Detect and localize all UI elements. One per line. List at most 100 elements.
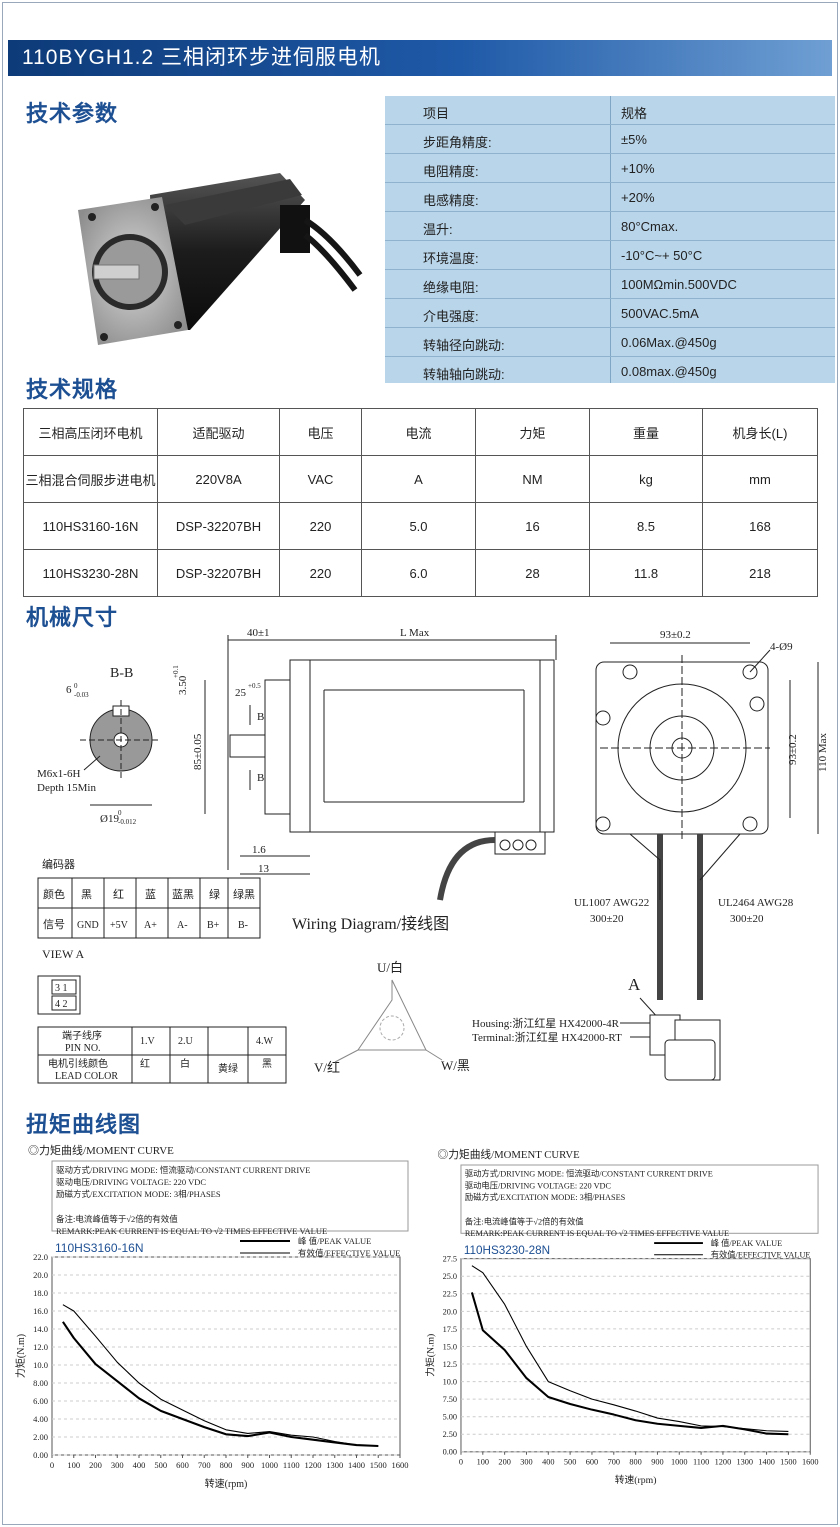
params-val: +10%	[621, 161, 655, 176]
dim-25-tol: +0.5	[248, 682, 261, 690]
y-axis-label: 力矩(N.m)	[14, 1334, 27, 1378]
x-tick-label: 500	[564, 1458, 576, 1467]
legend-peak-label: 峰 值/PEAK VALUE	[711, 1238, 782, 1248]
y-tick-label: 7.50	[443, 1395, 458, 1404]
params-key: 介电强度:	[423, 309, 479, 324]
spec-cell: 110HS3160-16N	[23, 502, 158, 550]
pin-cell: 1.V	[140, 1036, 156, 1047]
table-row: 110HS3230-28N DSP-32207BH 220 6.0 28 11.…	[23, 549, 818, 597]
page-title: 110BYGH1.2 三相闭环步进伺服电机	[8, 40, 832, 76]
x-tick-label: 1500	[370, 1460, 387, 1470]
spec-cell: 220	[279, 502, 362, 550]
y-tick-label: 25.0	[443, 1272, 458, 1281]
terminal-note: Terminal:浙江红星 HX42000-RT	[472, 1031, 622, 1044]
spec-cell: 适配驱动	[157, 408, 280, 456]
spec-cell: 5.0	[361, 502, 476, 550]
dim-85: 85±0.05	[192, 733, 204, 770]
dim-40: 40±1	[247, 627, 270, 639]
series-effective-line	[62, 1321, 379, 1448]
dim-6-tol: 0	[74, 682, 78, 690]
params-key: 电感精度:	[423, 193, 479, 208]
legend-eff-label: 有效值/EFFECTIVE VALUE	[298, 1248, 400, 1258]
x-tick-label: 900	[651, 1458, 663, 1467]
chart-info-line: 备注:电流峰值等于√2倍的有效值	[465, 1217, 584, 1227]
spec-cell: NM	[475, 455, 590, 503]
spec-cell: 16	[475, 502, 590, 550]
dim-6: 6	[66, 684, 72, 696]
x-tick-label: 200	[89, 1460, 102, 1470]
pin-cell: 红	[140, 1057, 150, 1070]
depth-note: Depth 15Min	[37, 782, 96, 794]
x-tick-label: 100	[67, 1460, 80, 1470]
x-tick-label: 1400	[348, 1460, 365, 1470]
chart-info-box	[460, 1164, 819, 1234]
encoder-cell: 红	[113, 888, 124, 901]
x-tick-label: 1000	[261, 1460, 278, 1470]
x-tick-label: 200	[498, 1458, 510, 1467]
params-val: -10°C~+ 50°C	[621, 248, 703, 263]
pin-table-label: LEAD COLOR	[55, 1071, 118, 1082]
legend-eff-label: 有效值/EFFECTIVE VALUE	[711, 1250, 811, 1260]
spec-cell: 220	[279, 549, 362, 597]
x-tick-label: 1000	[671, 1458, 688, 1467]
chart-header: ◎力矩曲线/MOMENT CURVE	[438, 1148, 581, 1161]
section-title-curve: 扭矩曲线图	[26, 1112, 142, 1137]
series-peak-line	[62, 1304, 379, 1447]
y-tick-label: 27.5	[443, 1255, 458, 1264]
chart-info-line: 驱动电压/DRIVING VOLTAGE: 220 VDC	[56, 1177, 206, 1187]
params-row: 环境温度:-10°C~+ 50°C	[385, 241, 835, 270]
spec-cell: 28	[475, 549, 590, 597]
spec-cell: 力矩	[475, 408, 590, 456]
y-tick-label: 5.00	[443, 1413, 458, 1422]
mark-b-top: B	[257, 711, 264, 723]
table-row: 110HS3160-16N DSP-32207BH 220 5.0 16 8.5…	[23, 502, 818, 550]
cable-right-length: 300±20	[730, 913, 764, 925]
dim-6-tol2: -0.03	[74, 691, 89, 699]
spec-cell: 机身长(L)	[702, 408, 818, 456]
y-tick-label: 2.50	[443, 1430, 458, 1439]
spec-cell: 110HS3230-28N	[23, 549, 158, 597]
x-tick-label: 300	[520, 1458, 532, 1467]
chart-info-line: 励磁方式/EXCITATION MODE: 3相/PHASES	[465, 1192, 626, 1202]
encoder-cell: B-	[238, 920, 248, 931]
params-row: 温升:80°Cmax.	[385, 212, 835, 241]
y-tick-label: 6.00	[33, 1396, 48, 1406]
chart-info-line: 驱动电压/DRIVING VOLTAGE: 220 VDC	[465, 1180, 612, 1190]
y-tick-label: 0.00	[443, 1448, 458, 1457]
params-val: 0.06Max.@450g	[621, 335, 717, 350]
params-row: 步距角精度:±5%	[385, 125, 835, 154]
params-val: 100MΩmin.500VDC	[621, 277, 737, 292]
pin-cell: 白	[180, 1057, 190, 1070]
spec-cell: kg	[589, 455, 703, 503]
spec-cell: 168	[702, 502, 818, 550]
wire-w: W/黑	[441, 1058, 470, 1073]
mark-a: A	[628, 975, 641, 994]
cable-right-type: UL2464 AWG28	[718, 897, 794, 909]
params-key: 温升:	[423, 222, 453, 237]
params-header-key: 项目	[423, 106, 450, 121]
y-tick-label: 0.00	[33, 1450, 48, 1460]
chart-info-line: 励磁方式/EXCITATION MODE: 3相/PHASES	[56, 1189, 221, 1199]
encoder-cell: A+	[144, 920, 157, 931]
y-tick-label: 8.00	[33, 1378, 48, 1388]
dim-350-tol: +0.1	[172, 665, 180, 678]
params-row: 电感精度:+20%	[385, 183, 835, 212]
spec-cell: 重量	[589, 408, 703, 456]
x-tick-label: 1400	[758, 1458, 775, 1467]
params-key: 转轴径向跳动:	[423, 338, 505, 353]
section-title-params: 技术参数	[26, 101, 119, 126]
y-tick-label: 17.5	[443, 1325, 458, 1334]
encoder-cell: GND	[77, 920, 99, 931]
dim-110: 110 Max	[817, 732, 829, 772]
legend-peak-label: 峰 值/PEAK VALUE	[298, 1236, 371, 1246]
x-tick-label: 600	[586, 1458, 598, 1467]
x-tick-label: 300	[111, 1460, 124, 1470]
params-row: 介电强度:500VAC.5mA	[385, 299, 835, 328]
params-key: 电阻精度:	[423, 164, 479, 179]
wire-v: V/红	[314, 1060, 340, 1075]
y-tick-label: 12.0	[33, 1342, 48, 1352]
x-tick-label: 1100	[283, 1460, 300, 1470]
encoder-cell: 颜色	[43, 887, 65, 901]
encoder-cell: 蓝黑	[172, 888, 194, 901]
